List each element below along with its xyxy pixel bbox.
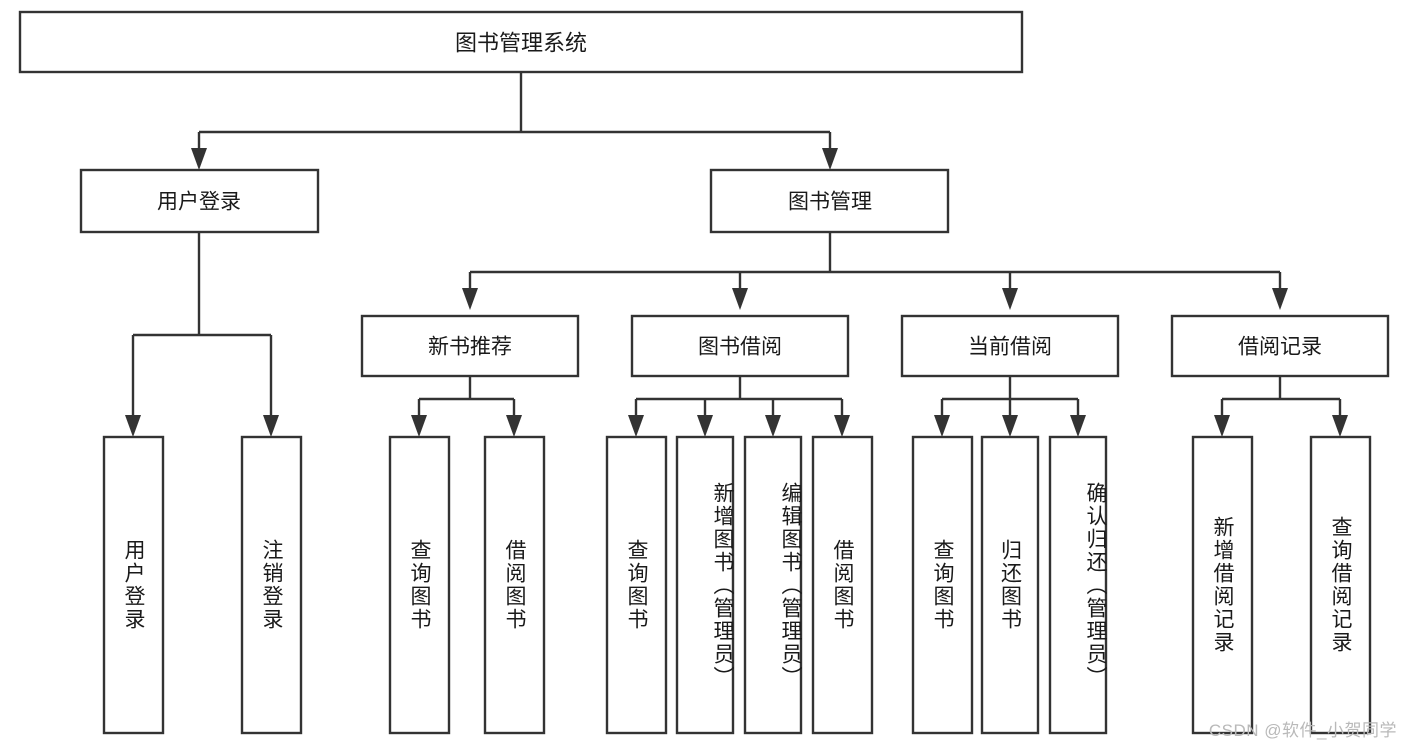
- node-leaf-return-book-box[interactable]: [980, 435, 1040, 735]
- node-leaf-query-record-box[interactable]: [1309, 435, 1372, 735]
- connector-group-new-book-recommend: [411, 376, 522, 437]
- node-title[interactable]: 图书管理系统: [18, 10, 1024, 74]
- node-leaf-user-login-box[interactable]: [102, 435, 165, 735]
- node-user-login-box[interactable]: [79, 168, 320, 234]
- arrow-head-leaf-return-book: [1002, 415, 1018, 437]
- arrow-head-leaf-query-book-2: [628, 415, 644, 437]
- arrow-head-leaf-add-record: [1214, 415, 1230, 437]
- arrow-head-book-borrow: [732, 288, 748, 310]
- arrow-head-leaf-user-login: [125, 415, 141, 437]
- arrow-head-book-management: [822, 148, 838, 170]
- node-leaf-query-book-1-box[interactable]: [388, 435, 451, 735]
- node-leaf-borrow-book-1-box[interactable]: [483, 435, 546, 735]
- connector-group-user-login: [125, 232, 279, 437]
- arrow-head-leaf-confirm-return: [1070, 415, 1086, 437]
- node-leaf-logout-login-box[interactable]: [240, 435, 303, 735]
- node-new-book-recommend-label: 新书推荐: [428, 336, 512, 359]
- arrow-head-leaf-borrow-book-2: [834, 415, 850, 437]
- node-leaf-add-book-box[interactable]: [675, 435, 735, 735]
- arrow-head-leaf-add-book: [697, 415, 713, 437]
- arrow-head-leaf-borrow-book-1: [506, 415, 522, 437]
- node-leaf-edit-book-box[interactable]: [743, 435, 803, 735]
- node-book-management-label: 图书管理: [788, 191, 872, 214]
- node-title-box[interactable]: [18, 10, 1024, 74]
- node-leaf-add-record-box[interactable]: [1191, 435, 1254, 735]
- arrow-head-leaf-query-book-3: [934, 415, 950, 437]
- node-new-book-recommend-box[interactable]: [360, 314, 580, 378]
- node-borrow-record-box[interactable]: [1170, 314, 1390, 378]
- node-book-management-box[interactable]: [709, 168, 950, 234]
- connector-group-book-management: [462, 232, 1288, 310]
- connector-group-root: [191, 72, 838, 170]
- arrow-head-leaf-edit-book: [765, 415, 781, 437]
- node-new-book-recommend[interactable]: 新书推荐: [360, 314, 580, 378]
- node-leaf-query-book-2-box[interactable]: [605, 435, 668, 735]
- arrow-head-leaf-query-book-1: [411, 415, 427, 437]
- node-book-borrow-box[interactable]: [630, 314, 850, 378]
- node-book-borrow[interactable]: 图书借阅: [630, 314, 850, 378]
- node-user-login-label: 用户登录: [157, 191, 241, 214]
- node-borrow-record[interactable]: 借阅记录: [1170, 314, 1390, 378]
- node-current-borrow[interactable]: 当前借阅: [900, 314, 1120, 378]
- connector-group-borrow-record: [1214, 376, 1348, 437]
- node-current-borrow-label: 当前借阅: [968, 336, 1052, 359]
- connector-group-book-borrow: [628, 376, 850, 437]
- node-current-borrow-box[interactable]: [900, 314, 1120, 378]
- node-leaf-confirm-return-box[interactable]: [1048, 435, 1108, 735]
- node-title-label: 图书管理系统: [455, 31, 587, 56]
- arrow-head-current-borrow: [1002, 288, 1018, 310]
- arrow-head-leaf-logout-login: [263, 415, 279, 437]
- arrow-head-new-book-recommend: [462, 288, 478, 310]
- node-borrow-record-label: 借阅记录: [1238, 336, 1322, 359]
- node-book-borrow-label: 图书借阅: [698, 336, 782, 359]
- arrow-head-borrow-record: [1272, 288, 1288, 310]
- arrow-head-leaf-query-record: [1332, 415, 1348, 437]
- arrow-head-user-login: [191, 148, 207, 170]
- node-leaf-query-book-3-box[interactable]: [911, 435, 974, 735]
- connector-group-current-borrow: [934, 376, 1086, 437]
- watermark-text: CSDN @软件_小贺同学: [1208, 721, 1397, 740]
- node-leaf-borrow-book-2-box[interactable]: [811, 435, 874, 735]
- node-book-management[interactable]: 图书管理: [709, 168, 950, 234]
- node-user-login[interactable]: 用户登录: [79, 168, 320, 234]
